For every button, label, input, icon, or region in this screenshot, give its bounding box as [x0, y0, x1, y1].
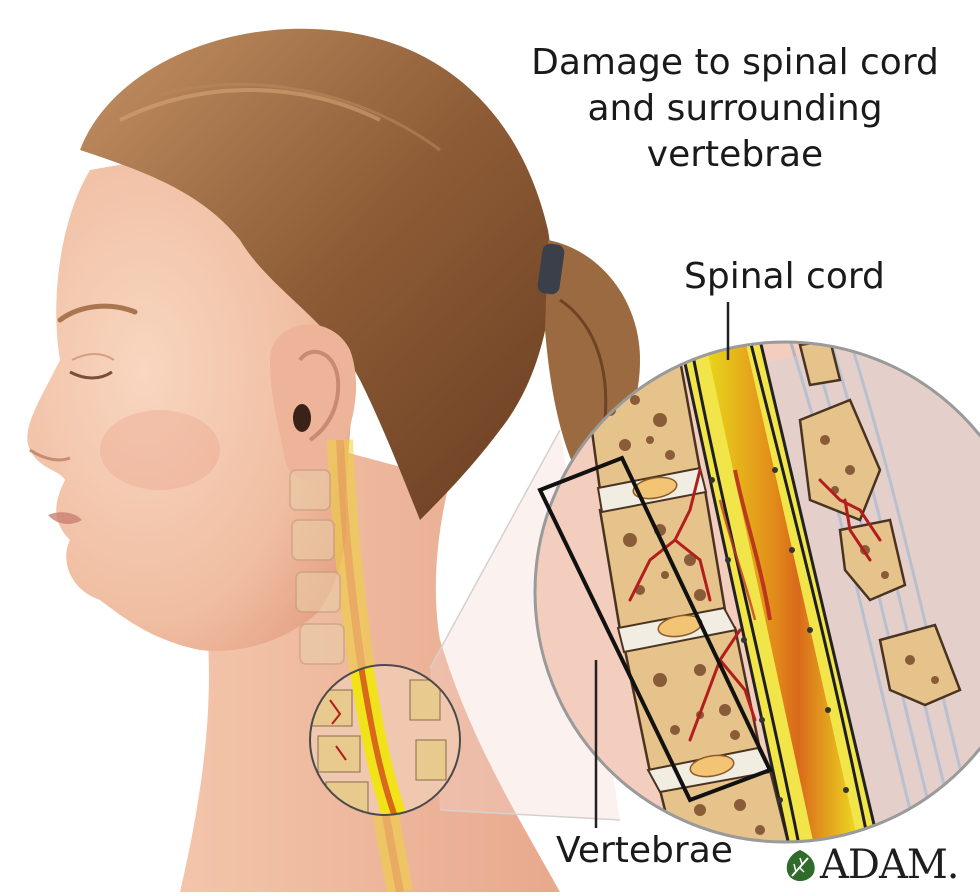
leaf-icon: [782, 846, 818, 886]
title-line-1: Damage to spinal cord: [520, 40, 950, 86]
label-vertebrae: Vertebrae: [556, 830, 733, 871]
adam-logo: ADAM.: [782, 842, 978, 888]
title-line-2: and surrounding: [520, 86, 950, 132]
title: Damage to spinal cord and surrounding ve…: [520, 40, 950, 178]
label-spinal-cord: Spinal cord: [684, 256, 885, 297]
title-line-3: vertebrae: [520, 132, 950, 178]
logo-text: ADAM.: [820, 842, 959, 888]
